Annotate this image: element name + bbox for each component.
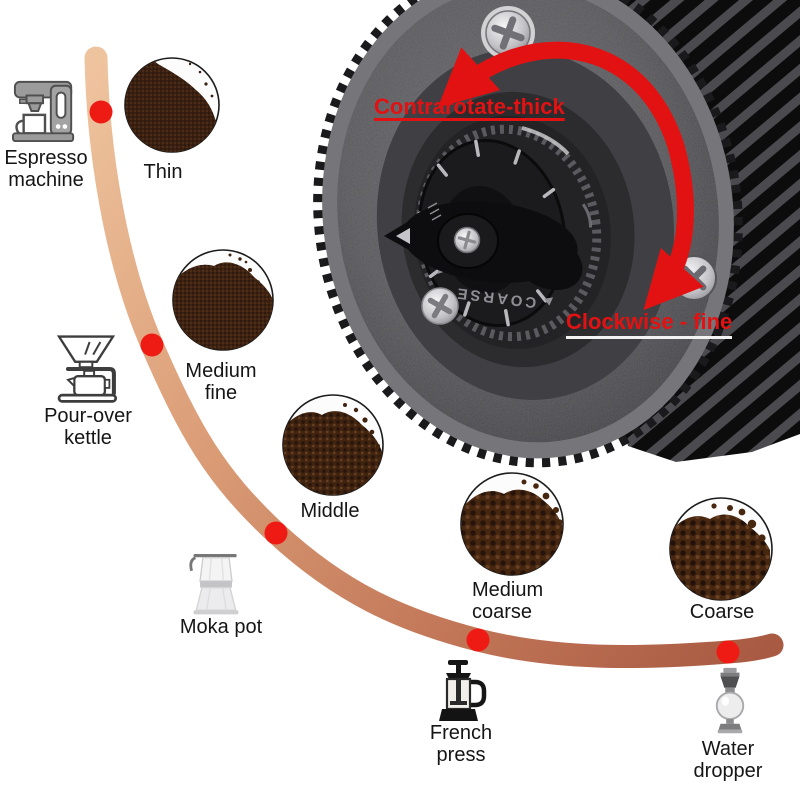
grounds-photo-medium-coarse [460, 472, 564, 576]
curve-marker-middle [264, 521, 288, 545]
pour-over-kettle-icon [50, 332, 122, 406]
moka-pot-icon [186, 548, 246, 618]
curve-marker-coarse [716, 640, 740, 664]
water-dropper-icon [708, 666, 752, 738]
curve-marker-thin [89, 100, 113, 124]
curve-marker-medium-fine [140, 333, 164, 357]
espresso-machine-icon [10, 78, 80, 144]
phillips-screw-face-icon [421, 287, 459, 325]
grind-label-medium-fine: Medium fine [185, 360, 257, 405]
method-label-french-press: French press [429, 722, 493, 767]
annotation-clockwise-fine: Clockwise - fine [566, 309, 733, 339]
curve-marker-medium-coarse [466, 628, 490, 652]
grind-label-medium-coarse: Medium coarse [472, 579, 544, 624]
grounds-photo-middle [282, 394, 384, 496]
method-label-water-dropper: Water dropper [693, 738, 763, 783]
method-label-espresso-machine: Espresso machine [4, 147, 88, 192]
grounds-photo-thin [124, 57, 220, 153]
grind-scale-curve [84, 46, 784, 669]
french-press-icon [432, 658, 488, 730]
grinder-photo: COARSE [313, 0, 800, 468]
annotation-contrarotate-thick: Contrarotate-thick [374, 94, 565, 119]
grounds-photo-medium-fine [172, 249, 274, 351]
knob-pointer-mark [396, 228, 410, 244]
rotation-direction-arrow [437, 41, 704, 311]
method-label-moka-pot: Moka pot [179, 616, 263, 638]
grind-label-middle: Middle [300, 500, 360, 522]
method-label-pour-over-kettle: Pour-over kettle [44, 405, 132, 450]
grind-label-thin: Thin [143, 161, 183, 183]
grounds-photo-coarse [669, 497, 773, 601]
grinder-gear-teeth [313, 0, 743, 468]
grind-label-coarse: Coarse [689, 601, 755, 623]
